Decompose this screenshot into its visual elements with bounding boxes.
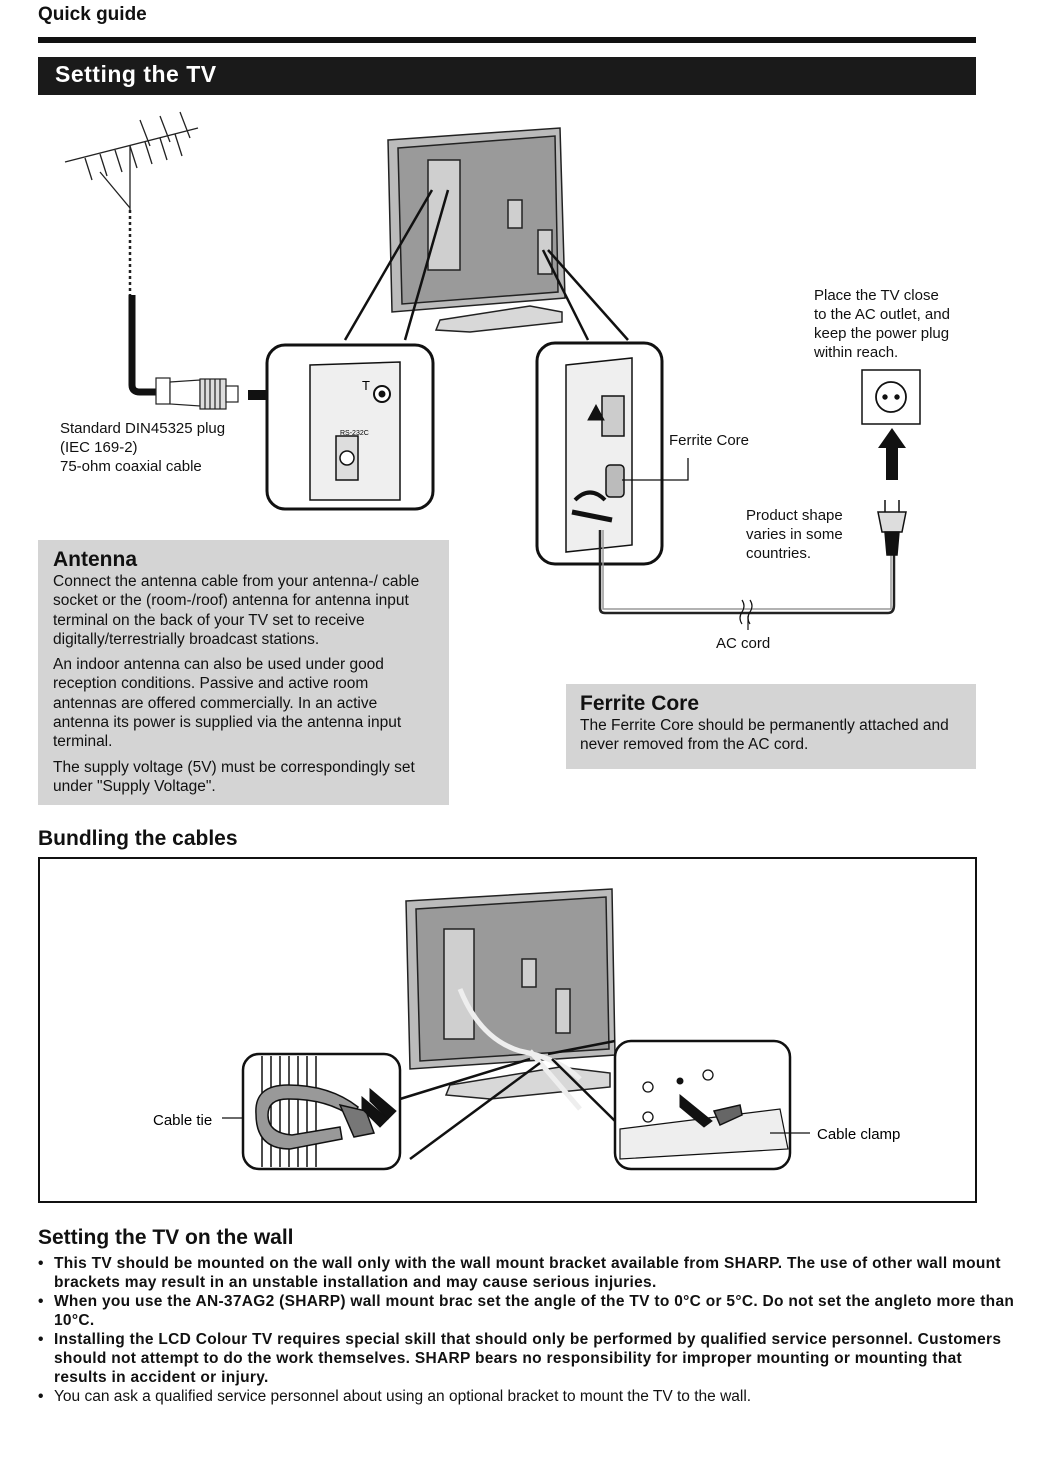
wall-bullet: You can ask a qualified service personne… xyxy=(38,1387,1018,1406)
section-title: Setting the TV xyxy=(55,61,217,87)
outlet-label-line: to the AC outlet, and xyxy=(814,306,950,323)
section-title-bar xyxy=(38,57,976,95)
product-shape-label: Product shape varies in some countries. xyxy=(746,506,886,563)
outlet-label-line: keep the power plug xyxy=(814,325,950,342)
antenna-box: Antenna Connect the antenna cable from y… xyxy=(38,540,449,805)
header-rule xyxy=(38,37,976,43)
ac-outlet-icon xyxy=(861,369,921,425)
plug-label-line: Standard DIN45325 plug xyxy=(60,420,226,437)
bundling-title: Bundling the cables xyxy=(38,827,238,850)
ac-input-panel xyxy=(535,341,664,566)
ferrite-box-text: The Ferrite Core should be permanently a… xyxy=(580,717,949,754)
wall-bullet: This TV should be mounted on the wall on… xyxy=(38,1254,1018,1292)
antenna-input-panel xyxy=(265,343,435,511)
wall-bullet: When you use the AN-37AG2 (SHARP) wall m… xyxy=(38,1292,1018,1330)
tv-back-icon xyxy=(405,888,616,1111)
ac-cord-label: AC cord xyxy=(716,635,771,652)
wall-bullets: This TV should be mounted on the wall on… xyxy=(38,1254,1018,1406)
antenna-icon xyxy=(64,111,199,295)
product-shape-line: varies in some xyxy=(746,526,843,543)
product-shape-line: countries. xyxy=(746,545,812,562)
up-arrow-icon xyxy=(878,428,906,480)
outlet-label-line: Place the TV close xyxy=(814,287,939,304)
wall-bullet: Installing the LCD Colour TV requires sp… xyxy=(38,1330,1018,1387)
plug-label: Standard DIN45325 plug (IEC 169-2) 75-oh… xyxy=(60,419,300,476)
antenna-paragraph: The supply voltage (5V) must be correspo… xyxy=(53,758,415,795)
tv-setup-illustration: T RS-232C xyxy=(64,111,921,630)
tv-back-icon xyxy=(387,127,566,333)
antenna-box-title: Antenna xyxy=(53,548,137,571)
cable-clamp-inset xyxy=(613,1039,792,1171)
din-plug-icon xyxy=(155,377,239,410)
cable-tie-label: Cable tie xyxy=(153,1112,212,1129)
coax-cable xyxy=(128,295,165,396)
plug-label-line: 75-ohm coaxial cable xyxy=(60,458,202,475)
ferrite-box: Ferrite Core The Ferrite Core should be … xyxy=(566,684,976,769)
power-plug-icon xyxy=(877,500,907,556)
outlet-label-line: within reach. xyxy=(814,344,899,361)
panel-rs-label: RS-232C xyxy=(340,430,369,437)
ferrite-box-title: Ferrite Core xyxy=(580,692,700,715)
outlet-label: Place the TV close to the AC outlet, and… xyxy=(814,286,994,362)
plug-label-line: (IEC 169-2) xyxy=(60,439,138,456)
antenna-paragraph: Connect the antenna cable from your ante… xyxy=(53,573,420,648)
header-label: Quick guide xyxy=(38,4,147,25)
ferrite-core-label: Ferrite Core xyxy=(669,432,750,449)
cable-clamp-label: Cable clamp xyxy=(817,1126,900,1143)
bundling-frame: Cable tie Cable clamp xyxy=(38,857,977,1203)
panel-t-label: T xyxy=(362,378,370,393)
cable-tie-inset xyxy=(241,1052,402,1171)
wall-title: Setting the TV on the wall xyxy=(38,1226,294,1249)
antenna-paragraph: An indoor antenna can also be used under… xyxy=(53,656,402,751)
bundling-illustration: Cable tie Cable clamp xyxy=(153,888,900,1171)
product-shape-line: Product shape xyxy=(746,507,843,524)
